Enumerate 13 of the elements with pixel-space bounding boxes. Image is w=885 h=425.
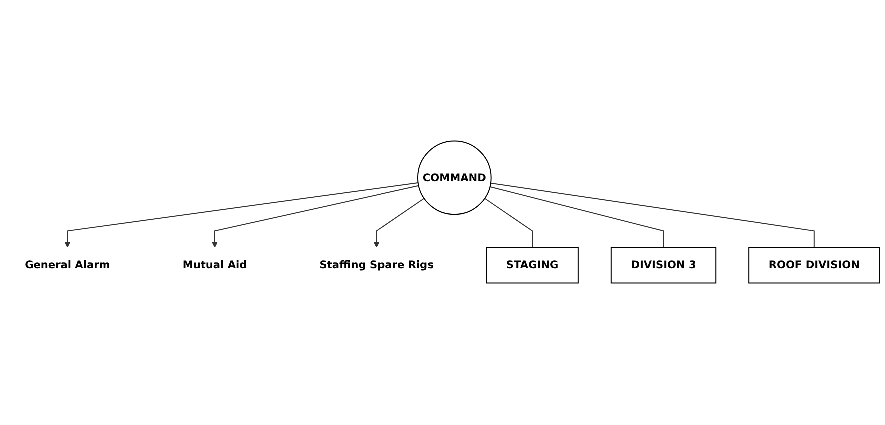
connector [490, 186, 664, 248]
connector [484, 198, 534, 248]
arrow [64, 182, 419, 248]
node-box: DIVISION 3 [610, 247, 717, 284]
node-text: Mutual Aid [182, 259, 248, 272]
arrow [374, 198, 425, 248]
arrow [212, 186, 420, 248]
node-circle: COMMAND [417, 141, 492, 216]
node-box: STAGING [486, 247, 579, 284]
node-text: General Alarm [25, 259, 110, 272]
node-box: ROOF DIVISION [748, 247, 880, 284]
connector [490, 183, 815, 248]
node-text: Staffing Spare Rigs [320, 259, 434, 272]
